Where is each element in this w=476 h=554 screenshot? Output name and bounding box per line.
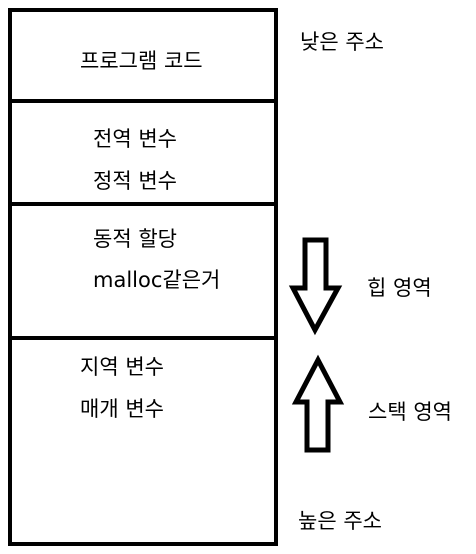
dynamic-allocation-label: 동적 할당 [93, 227, 177, 251]
low-address-label: 낮은 주소 [300, 30, 384, 54]
code-segment-label: 프로그램 코드 [80, 49, 203, 73]
divider-data-heap [8, 202, 278, 206]
divider-code-data [8, 99, 278, 103]
malloc-label: malloc같은거 [93, 268, 221, 292]
memory-layout-block [8, 8, 278, 546]
parameters-label: 매개 변수 [80, 397, 164, 421]
high-address-label: 높은 주소 [298, 509, 382, 533]
heap-growth-down-arrow-icon [288, 237, 343, 336]
stack-growth-up-arrow-icon [291, 354, 345, 453]
static-variables-label: 정적 변수 [93, 169, 177, 193]
local-variables-label: 지역 변수 [80, 355, 164, 379]
heap-area-label: 힙 영역 [367, 276, 432, 300]
divider-heap-stack [8, 336, 278, 340]
global-variables-label: 전역 변수 [93, 127, 177, 151]
stack-area-label: 스택 영역 [368, 400, 452, 424]
